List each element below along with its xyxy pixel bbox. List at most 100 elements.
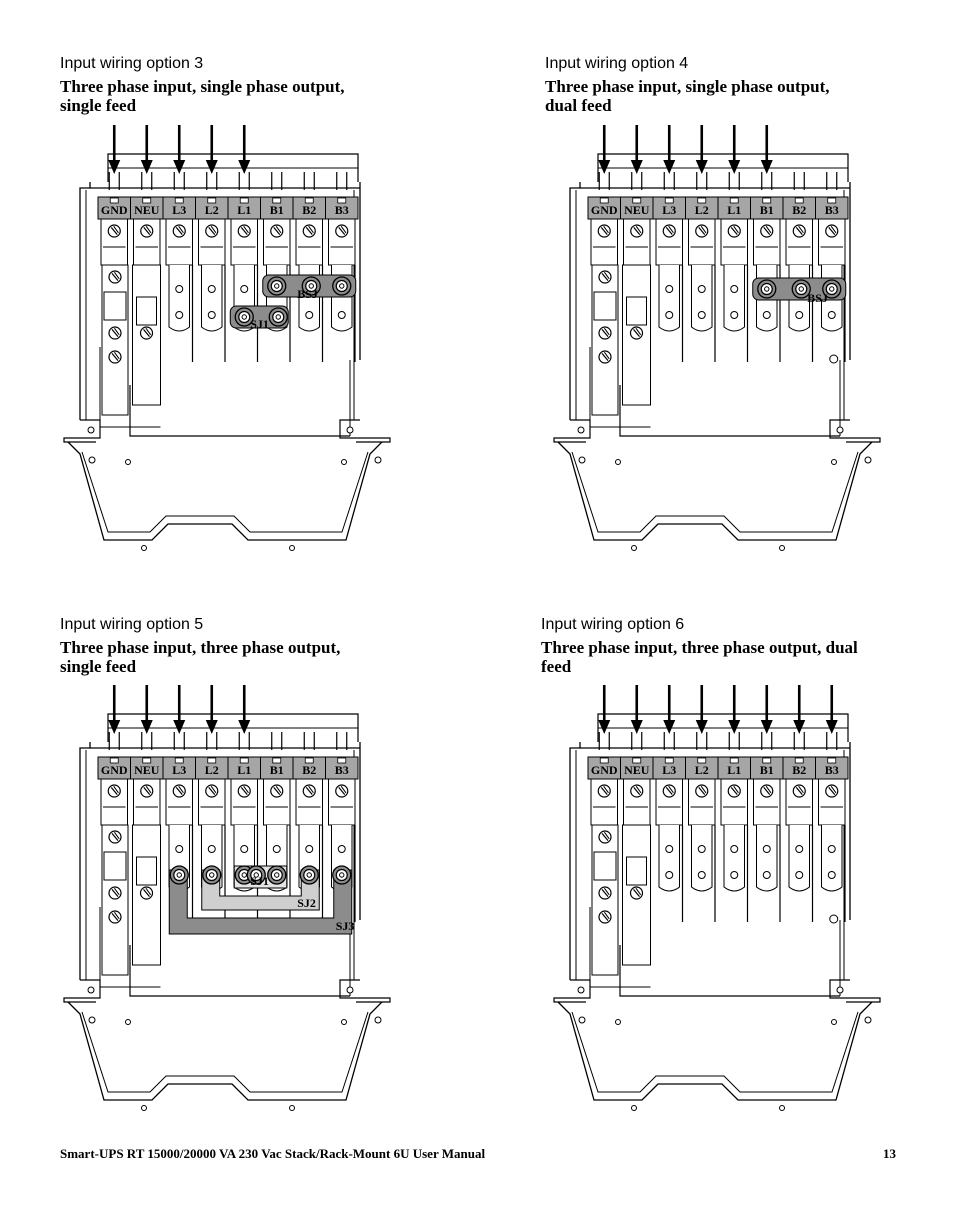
mounting-hole-icon [697,285,706,293]
mounting-hole-icon [175,311,184,319]
mounting-hole-icon [207,845,216,853]
mounting-hole-icon [831,1019,837,1025]
option-description: Three phase input, three phase output, s… [60,638,460,676]
terminal-label: L3 [172,203,186,217]
terminal-label: B1 [760,203,774,217]
terminal-label: B2 [302,203,316,217]
option-description: Three phase input, single phase output, … [60,77,460,115]
mounting-hole-icon [305,311,314,319]
terminal-label: L1 [237,203,251,217]
mounting-hole-icon [631,545,637,551]
option-title: Input wiring option 4 [545,55,689,72]
mounting-hole-icon [836,986,844,994]
terminal-gnd: GND [587,756,621,826]
mounting-hole-icon [697,311,706,319]
terminal-label: NEU [134,203,160,217]
mounting-hole-icon [88,1016,96,1024]
mounting-hole-icon [207,285,216,293]
mounting-hole-icon [730,871,739,879]
terminal-label: L3 [662,203,676,217]
input-arrow-icon [630,125,643,174]
input-arrows [598,685,838,734]
input-arrow-icon [140,125,153,174]
input-arrow-icon [108,125,121,174]
mounting-hole-icon [578,456,586,464]
mounting-hole-icon [631,1105,637,1111]
terminal-label: L2 [205,763,219,777]
ups-chassis-outline [553,153,881,551]
mounting-hole-icon [374,1016,382,1024]
mounting-hole-icon [87,986,95,994]
mounting-hole-icon [827,871,836,879]
jumpers: BSJ [752,277,847,305]
terminal-l3: L3 [652,196,686,362]
mounting-hole-icon [289,1105,295,1111]
input-arrow-icon [238,125,251,174]
input-arrow-icon [108,685,121,734]
terminal-b2: B2 [782,756,816,922]
mounting-hole-icon [827,845,836,853]
mounting-hole-icon [305,845,314,853]
mounting-hole-icon [779,1105,785,1111]
mounting-hole-icon [795,871,804,879]
mounting-hole-icon [665,311,674,319]
terminal-b2: B2 [782,196,816,362]
terminal-label: L3 [172,763,186,777]
terminal-neu: NEU [130,756,164,826]
terminal-l2: L2 [685,196,719,362]
input-arrow-icon [728,125,741,174]
mounting-hole-icon [141,545,147,551]
page-number: 13 [883,1146,896,1161]
mounting-hole-icon [577,426,585,434]
option-description-line-1: Three phase input, three phase output, [60,638,341,657]
input-arrow-icon [663,125,676,174]
mounting-hole-icon [730,311,739,319]
mounting-hole-icon [87,426,95,434]
panel-option-6: Input wiring option 6 Three phase input,… [541,616,941,676]
mounting-hole-icon [762,871,771,879]
mounting-hole-icon [88,456,96,464]
terminal-b3: B3 [815,756,849,922]
terminal-b3: B3 [325,196,359,362]
option-description-line-1: Three phase input, single phase output, [545,77,830,96]
terminal-label: B2 [302,763,316,777]
mounting-hole-icon [289,545,295,551]
option-description-line-1: Three phase input, three phase output, d… [541,638,858,657]
mounting-hole-icon [829,354,839,364]
jumper-label-sj1: SJ1 [250,317,269,331]
mounting-hole-icon [141,1105,147,1111]
input-arrow-icon [140,685,153,734]
mounting-hole-icon [175,845,184,853]
input-arrow-icon [173,685,186,734]
mounting-hole-icon [665,845,674,853]
terminal-label: B3 [335,763,349,777]
mounting-hole-icon [762,311,771,319]
mounting-hole-icon [864,1016,872,1024]
terminal-label: B3 [825,203,839,217]
terminal-label: L1 [727,203,741,217]
input-arrows [598,125,773,174]
mounting-hole-icon [374,456,382,464]
terminal-l3: L3 [652,756,686,922]
jumpers: BSJ SJ1 [229,274,357,331]
jumper-label-sj2: SJ2 [297,896,316,910]
footer-manual-title: Smart-UPS RT 15000/20000 VA 230 Vac Stac… [60,1146,486,1161]
jumper-label-bsj: BSJ [297,287,318,301]
mounting-hole-icon [615,1019,621,1025]
jumper-label-sj1: SJ1 [250,874,269,888]
terminal-label: GND [101,763,128,777]
input-arrow-icon [760,685,773,734]
terminal-label: B1 [270,203,284,217]
mounting-hole-icon [337,845,346,853]
terminal-gnd: GND [97,196,131,266]
mounting-hole-icon [240,285,249,293]
terminal-l1: L1 [717,196,751,362]
mounting-hole-icon [730,285,739,293]
terminal-neu: NEU [620,756,654,826]
panel-option-5: Input wiring option 5 Three phase input,… [60,616,460,676]
mounting-hole-icon [346,986,354,994]
